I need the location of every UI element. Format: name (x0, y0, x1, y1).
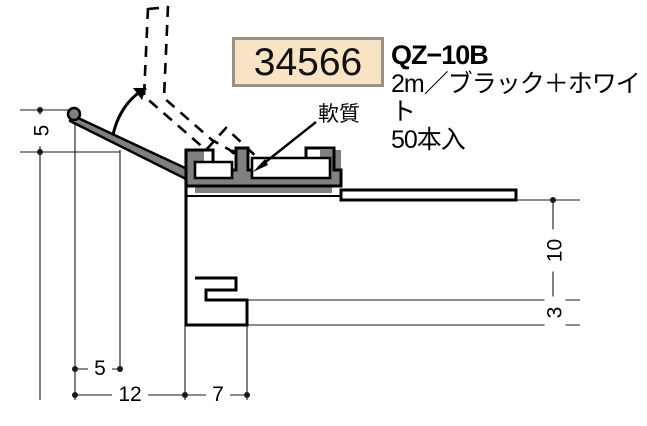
dimension-right-lower: 3 (544, 296, 567, 329)
spec-length-color-text: 2m／ブラック＋ホワイト (391, 70, 641, 126)
soft-material-callout-label: 軟質 (318, 103, 360, 126)
specification-block: QZ−10B 2m／ブラック＋ホワイト 50本入 (391, 40, 647, 154)
rotation-arrow-icon (110, 86, 147, 141)
spec-quantity-text: 50本入 (391, 126, 466, 154)
callout-leader-arrow-icon (253, 121, 317, 172)
dimension-bottom-upper: 5 (88, 358, 112, 379)
dimension-left-height: 5 (31, 114, 54, 147)
dimension-bottom-overall: 12 (112, 384, 148, 405)
soft-flap-member (66, 106, 202, 188)
bottom-hook-detail (196, 276, 249, 325)
dimension-bottom-right: 7 (206, 384, 230, 405)
part-number-badge: 34566 (232, 37, 384, 87)
part-number-text: 34566 (253, 40, 363, 84)
product-code-text: QZ−10B (391, 40, 489, 70)
dimension-right-upper: 10 (544, 229, 567, 272)
